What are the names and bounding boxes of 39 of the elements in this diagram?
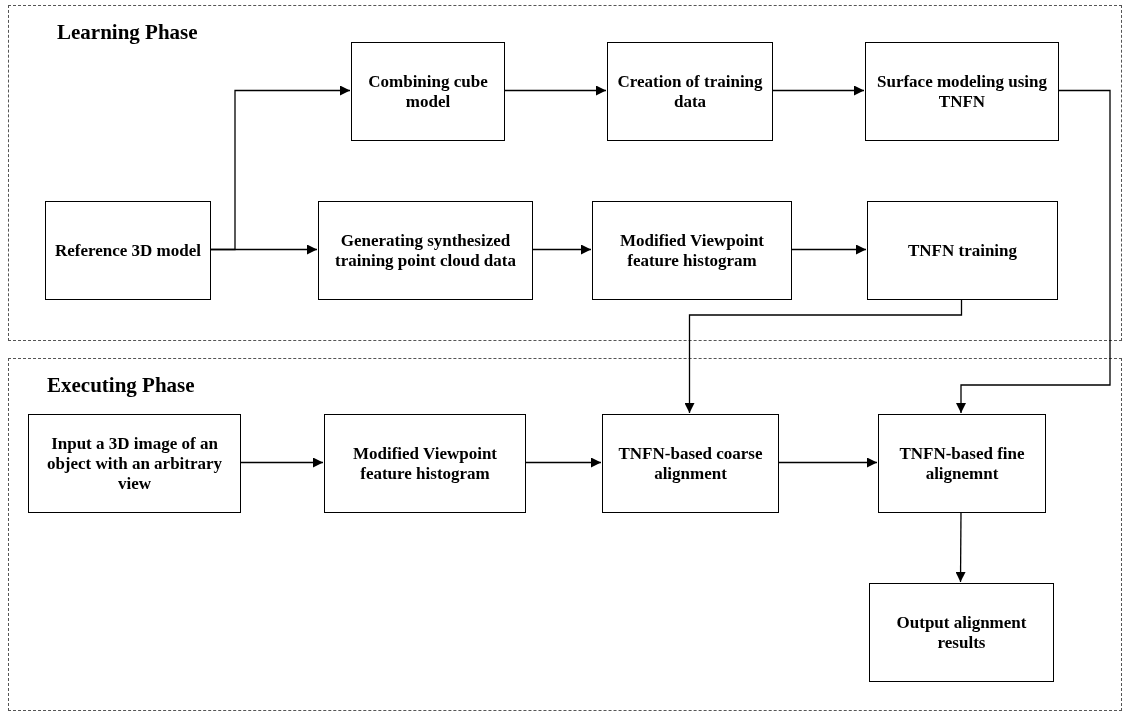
- dashed-region: [8, 5, 1122, 341]
- arrow: [955, 511, 966, 583]
- arrow: [777, 457, 878, 468]
- box-label: Modified Viewpoint feature histogram: [618, 230, 765, 271]
- box-label: Generating synthesized training point cloud data: [334, 230, 517, 271]
- box-label: Modified Viewpoint feature histogram: [351, 443, 498, 484]
- box-label: Surface modeling using TNFN: [876, 71, 1048, 112]
- arrow: [209, 244, 318, 255]
- box-label: Output alignment results: [895, 612, 1028, 653]
- arrow: [531, 244, 592, 255]
- process-box: [592, 201, 792, 300]
- dashed-region: [8, 358, 1122, 711]
- arrow: [771, 85, 865, 96]
- process-box: [878, 414, 1046, 513]
- box-label: Input a 3D image of an object with an arbitrary view: [45, 433, 224, 494]
- process-box: [602, 414, 779, 513]
- process-box: [45, 201, 211, 300]
- process-box: [324, 414, 526, 513]
- phase-heading: Executing Phase: [47, 373, 195, 398]
- process-box: [28, 414, 241, 513]
- arrow: [503, 85, 607, 96]
- arrow: [524, 457, 602, 468]
- process-box: [865, 42, 1059, 141]
- process-box: [867, 201, 1058, 300]
- box-label: TNFN training: [906, 240, 1019, 261]
- arrow: [239, 457, 324, 468]
- arrow: [790, 244, 867, 255]
- box-label: Reference 3D model: [54, 240, 202, 261]
- process-box: [318, 201, 533, 300]
- process-box: [869, 583, 1054, 682]
- box-label: Combining cube model: [367, 71, 489, 112]
- arrow: [684, 298, 963, 414]
- process-box: [351, 42, 505, 141]
- box-label: TNFN-based fine alignemnt: [898, 443, 1026, 484]
- process-box: [607, 42, 773, 141]
- arrow: [956, 89, 1111, 414]
- box-label: TNFN-based coarse alignment: [617, 443, 764, 484]
- phase-heading: Learning Phase: [57, 20, 198, 45]
- box-label: Creation of training data: [616, 71, 764, 112]
